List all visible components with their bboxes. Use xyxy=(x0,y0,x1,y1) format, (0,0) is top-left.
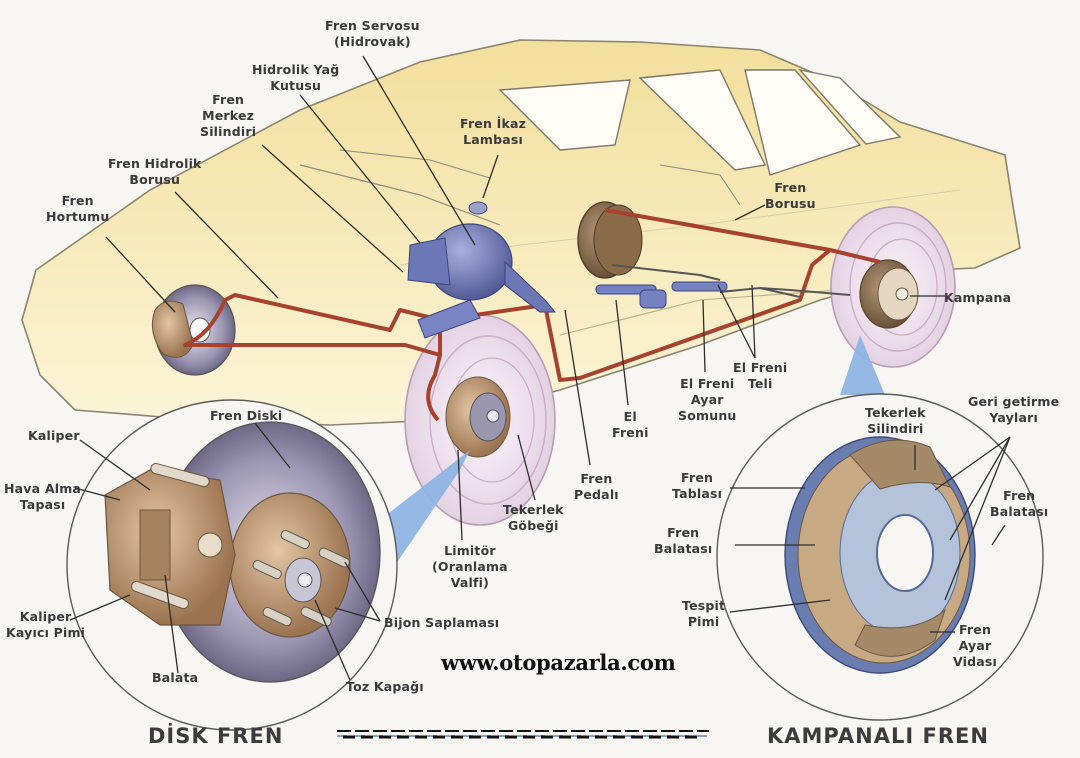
label-fren-borusu: Fren Borusu xyxy=(765,180,816,211)
label-kaliper: Kaliper xyxy=(28,428,80,443)
label-hidrolik-yag-kutusu: Hidrolik Yağ Kutusu xyxy=(252,62,340,93)
label-fren-ikaz-lambasi: Fren İkaz Lambası xyxy=(460,116,527,147)
label-kaliper-kayici-pimi: Kaliper Kayıcı Pimi xyxy=(6,609,86,640)
disk-callout-wedge xyxy=(380,450,470,580)
label-bijon-saplamasi: Bijon Saplaması xyxy=(384,615,500,630)
decorative-dashed-divider xyxy=(337,730,709,739)
label-fren-diski: Fren Diski xyxy=(210,408,283,423)
front-left-disc xyxy=(151,284,236,376)
label-toz-kapagi: Toz Kapağı xyxy=(346,679,424,694)
label-fren-hidrolik-borusu: Fren Hidrolik Borusu xyxy=(108,156,202,187)
label-el-freni-ayar-somunu: El Freni Ayar Somunu xyxy=(678,376,737,423)
title-disk-fren: DİSK FREN xyxy=(148,724,284,748)
watermark-url: www.otopazarla.com xyxy=(441,650,676,675)
leader-lines xyxy=(69,55,1011,681)
drum-callout-wedge xyxy=(840,335,885,395)
label-tekerlek-silindiri: Tekerlek Silindiri xyxy=(865,405,926,436)
label-limitor: Limitör (Oranlama Valfi) xyxy=(432,543,508,590)
drum-brake-detail xyxy=(716,393,1044,721)
label-kampana: Kampana xyxy=(944,290,1012,305)
title-kampanali-fren: KAMPANALI FREN xyxy=(767,724,989,748)
label-fren-ayar-vidasi: Fren Ayar Vidası xyxy=(953,622,998,669)
label-el-freni-teli: El Freni Teli xyxy=(733,360,788,391)
hand-brake-levers xyxy=(595,281,728,309)
label-tekerlek-gobegi: Tekerlek Göbeği xyxy=(503,502,564,533)
disk-brake-detail xyxy=(66,399,398,731)
label-geri-getirme-yaylari: Geri getirme Yayları xyxy=(968,394,1060,425)
rear-left-drum xyxy=(577,201,643,279)
label-fren-tablasi: Fren Tablası xyxy=(672,470,723,501)
label-tespit-pimi: Tespit Pimi xyxy=(682,598,726,629)
brake-servo xyxy=(407,201,557,339)
label-fren-balatasi-left: Fren Balatası xyxy=(654,525,713,556)
label-balata: Balata xyxy=(152,670,199,685)
label-fren-balatasi-right: Fren Balatası xyxy=(990,488,1049,519)
hand-brake-cables xyxy=(611,264,851,298)
label-fren-hortumu: Fren Hortumu xyxy=(46,193,110,224)
front-wheel xyxy=(404,314,556,526)
label-fren-merkez-silindiri: Fren Merkez Silindiri xyxy=(200,92,257,139)
label-el-freni: El Freni xyxy=(612,409,649,440)
label-fren-servosu: Fren Servosu (Hidrovak) xyxy=(325,18,420,49)
car-body xyxy=(21,39,1021,426)
label-fren-pedali: Fren Pedalı xyxy=(574,471,619,502)
label-hava-alma-tapasi: Hava Alma Tapası xyxy=(4,481,82,512)
drum-assembly xyxy=(859,259,919,329)
